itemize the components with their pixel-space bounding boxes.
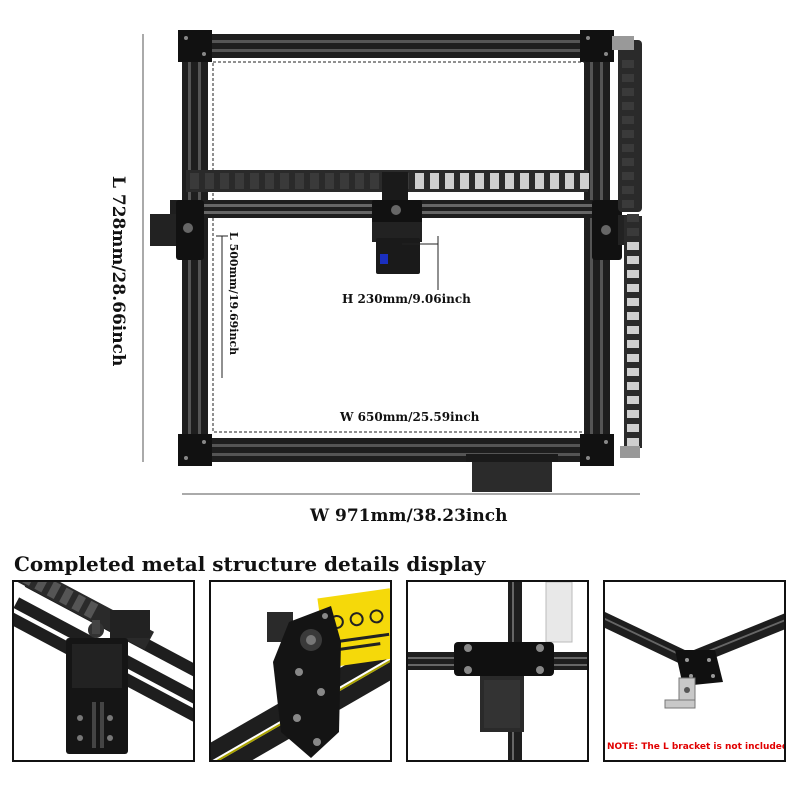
laser-head — [372, 172, 439, 290]
chain-link — [627, 284, 639, 292]
chain-link — [622, 186, 634, 194]
chain-link — [415, 173, 424, 189]
chain-link — [627, 410, 639, 418]
chain-link — [622, 74, 634, 82]
chain-link — [265, 173, 274, 189]
chain-link — [430, 173, 439, 189]
chain-link — [295, 173, 304, 189]
chain-link — [627, 312, 639, 320]
chain-link — [622, 158, 634, 166]
details-section-title: Completed metal structure details displa… — [14, 552, 486, 576]
chain-link — [520, 173, 529, 189]
detail-panel-corner-bracket: NOTE: The L bracket is not included — [603, 580, 786, 762]
chain-link — [627, 382, 639, 390]
chain-link — [627, 438, 639, 446]
chain-link — [505, 173, 514, 189]
overall-length-label: L 728mm/28.66inch — [108, 176, 128, 367]
overall-width-label: W 971mm/38.23inch — [310, 506, 508, 526]
chain-link — [340, 173, 349, 189]
chain-link — [627, 354, 639, 362]
work-area-outline — [212, 61, 586, 433]
chain-link — [622, 116, 634, 124]
vertical-drag-chain — [612, 36, 642, 458]
l-bracket-note: NOTE: The L bracket is not included — [607, 742, 786, 752]
chain-link — [627, 242, 639, 250]
detail-panel-junction — [406, 580, 589, 762]
chain-link — [622, 88, 634, 96]
chain-link — [627, 256, 639, 264]
chain-link — [190, 173, 199, 189]
chain-link — [355, 173, 364, 189]
chain-link — [622, 200, 634, 208]
chain-link — [622, 144, 634, 152]
chain-link — [460, 173, 469, 189]
chain-link — [627, 270, 639, 278]
chain-link — [550, 173, 559, 189]
work-width-label: W 650mm/25.59inch — [340, 410, 480, 424]
chain-link — [627, 368, 639, 376]
chain-link — [580, 173, 589, 189]
chain-link — [627, 396, 639, 404]
chain-link — [325, 173, 334, 189]
chain-link — [627, 326, 639, 334]
chain-link — [370, 173, 379, 189]
chain-link — [235, 173, 244, 189]
chain-link — [627, 214, 639, 222]
chain-link — [205, 173, 214, 189]
chain-link — [535, 173, 544, 189]
chain-link — [627, 298, 639, 306]
chain-link — [475, 173, 484, 189]
chain-link — [490, 173, 499, 189]
chain-link — [627, 228, 639, 236]
chain-link — [280, 173, 289, 189]
frame-top-view — [142, 30, 642, 495]
chain-link — [627, 340, 639, 348]
chain-link — [445, 173, 454, 189]
work-length-label: L 500mm/19.69inch — [227, 232, 240, 356]
chain-link — [622, 172, 634, 180]
chain-link — [622, 102, 634, 110]
chain-link — [250, 173, 259, 189]
detail-panel-motor-bracket — [209, 580, 392, 762]
height-label: H 230mm/9.06inch — [342, 292, 471, 306]
y-axis-motor-box — [472, 458, 552, 492]
chain-link — [565, 173, 574, 189]
chain-link — [627, 424, 639, 432]
chain-link — [220, 173, 229, 189]
chain-link — [622, 60, 634, 68]
detail-panel-carriage — [12, 580, 195, 762]
chain-link — [310, 173, 319, 189]
chain-link — [622, 130, 634, 138]
